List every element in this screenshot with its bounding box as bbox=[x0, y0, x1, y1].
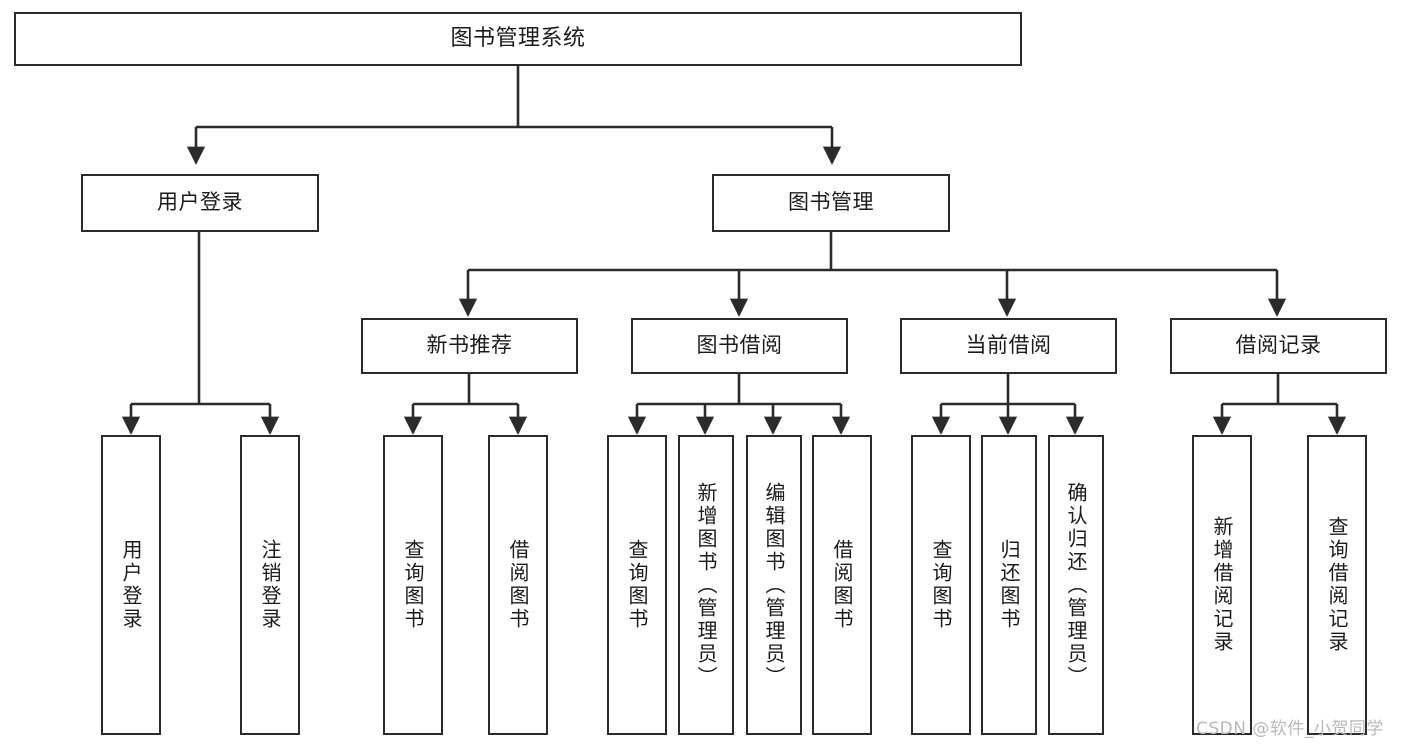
node-label: 新增图书（管理员） bbox=[694, 481, 718, 689]
leaf-record-add-record[interactable]: 新增借阅记录 bbox=[1192, 435, 1252, 735]
node-label: 注销登录 bbox=[258, 539, 282, 631]
node-book-management[interactable]: 图书管理 bbox=[712, 174, 950, 232]
node-label: 图书管理 bbox=[788, 190, 874, 215]
node-root-system[interactable]: 图书管理系统 bbox=[14, 12, 1022, 66]
node-label: 查询图书 bbox=[625, 539, 649, 631]
node-label: 借阅图书 bbox=[830, 539, 854, 631]
node-label: 用户登录 bbox=[119, 539, 143, 631]
node-label: 查询图书 bbox=[929, 539, 953, 631]
leaf-current-query-book[interactable]: 查询图书 bbox=[911, 435, 971, 735]
node-label: 确认归还（管理员） bbox=[1064, 481, 1088, 689]
leaf-record-query-record[interactable]: 查询借阅记录 bbox=[1307, 435, 1367, 735]
node-current-borrow[interactable]: 当前借阅 bbox=[900, 318, 1117, 374]
watermark-text: CSDN @软件_小贺同学 bbox=[1196, 719, 1384, 739]
node-label: 查询借阅记录 bbox=[1325, 516, 1349, 654]
node-label: 图书借阅 bbox=[696, 333, 783, 358]
node-new-book-recommend[interactable]: 新书推荐 bbox=[361, 318, 578, 374]
node-book-borrow[interactable]: 图书借阅 bbox=[631, 318, 848, 374]
node-user-login[interactable]: 用户登录 bbox=[81, 174, 319, 232]
node-label: 用户登录 bbox=[157, 190, 243, 215]
leaf-borrow-query-book[interactable]: 查询图书 bbox=[607, 435, 667, 735]
node-label: 新书推荐 bbox=[426, 333, 513, 358]
leaf-borrow-edit-book-admin[interactable]: 编辑图书（管理员） bbox=[746, 435, 802, 735]
leaf-current-confirm-return-admin[interactable]: 确认归还（管理员） bbox=[1048, 435, 1104, 735]
leaf-user-login-signin[interactable]: 用户登录 bbox=[101, 435, 161, 735]
node-label: 借阅记录 bbox=[1235, 333, 1322, 358]
node-label: 当前借阅 bbox=[965, 333, 1052, 358]
node-borrow-record[interactable]: 借阅记录 bbox=[1170, 318, 1387, 374]
leaf-borrow-add-book-admin[interactable]: 新增图书（管理员） bbox=[678, 435, 734, 735]
node-label: 查询图书 bbox=[401, 539, 425, 631]
node-label: 借阅图书 bbox=[506, 539, 530, 631]
leaf-new-book-borrow[interactable]: 借阅图书 bbox=[488, 435, 548, 735]
node-label: 归还图书 bbox=[997, 539, 1021, 631]
node-label: 编辑图书（管理员） bbox=[762, 481, 786, 689]
node-label: 图书管理系统 bbox=[450, 25, 586, 51]
leaf-new-book-query[interactable]: 查询图书 bbox=[383, 435, 443, 735]
leaf-borrow-borrow-book[interactable]: 借阅图书 bbox=[812, 435, 872, 735]
leaf-user-login-signout[interactable]: 注销登录 bbox=[240, 435, 300, 735]
node-label: 新增借阅记录 bbox=[1210, 516, 1234, 654]
leaf-current-return-book[interactable]: 归还图书 bbox=[981, 435, 1037, 735]
